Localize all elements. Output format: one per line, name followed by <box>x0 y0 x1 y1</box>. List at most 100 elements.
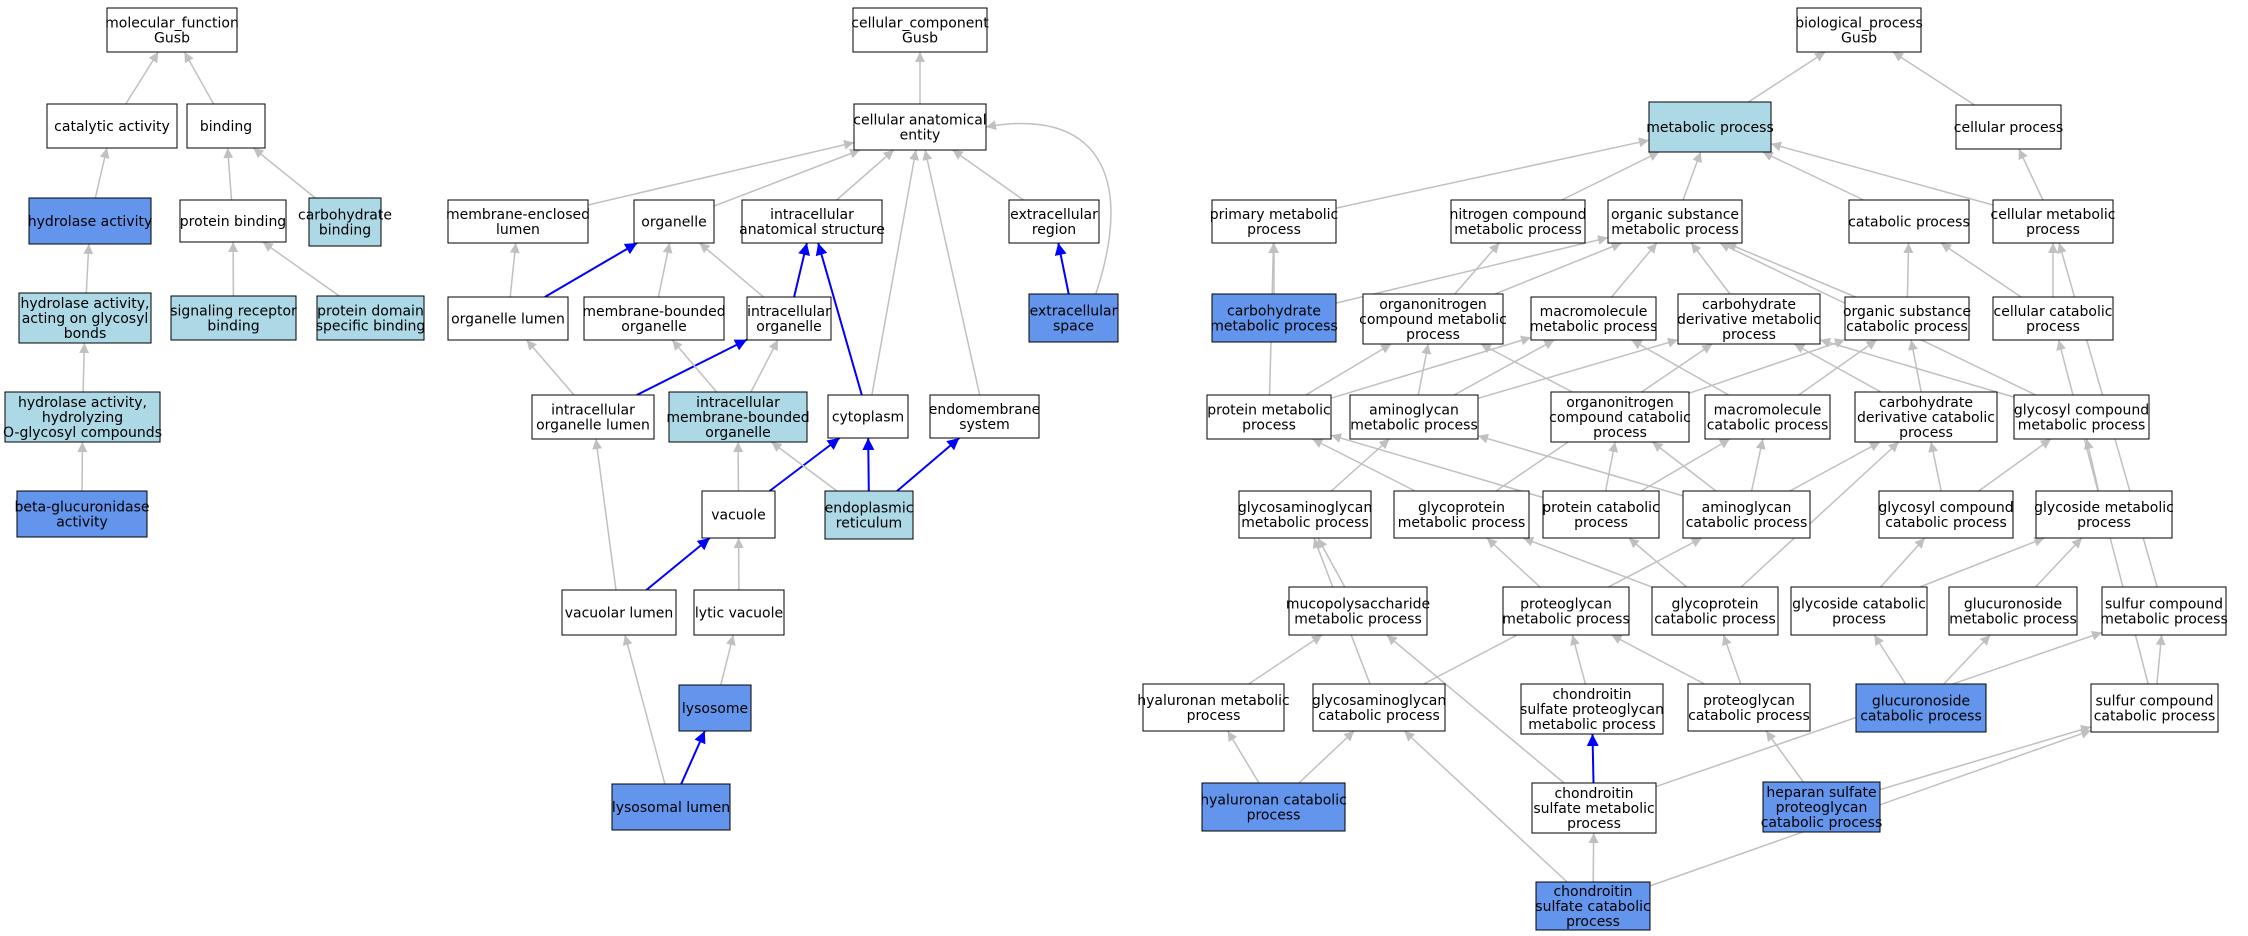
node-label: metabolic process <box>1502 612 1630 628</box>
node-box <box>1854 391 1998 443</box>
node-label: catabolic process <box>1707 418 1829 434</box>
node-label: protein catabolic <box>1542 500 1660 516</box>
node-box <box>1362 293 1504 345</box>
edge-lyslumen-to-lysosome <box>680 730 706 785</box>
node-box <box>1607 199 1743 244</box>
node-box <box>447 199 589 244</box>
node-box <box>1704 394 1831 440</box>
node-label: metabolic process <box>1398 515 1526 531</box>
edge-cellmet-to-metab <box>1770 141 1994 206</box>
node-label: entity <box>900 128 941 144</box>
node-box <box>1948 586 2078 636</box>
node-label: glycoprotein <box>1671 597 1758 613</box>
node-label: vacuole <box>711 508 766 524</box>
node-box <box>46 103 178 149</box>
node-label: membrane-bounded <box>666 410 809 426</box>
edge-intraorg-to-intraanat <box>793 242 810 298</box>
node-box <box>701 490 776 539</box>
node-label: metabolic process <box>1611 222 1739 238</box>
node-label: region <box>1032 222 1076 238</box>
edge-gagmet-to-aminoglymet <box>1330 438 1390 492</box>
node-label: metabolic process <box>1528 717 1656 733</box>
node-box <box>16 490 148 538</box>
node-box <box>179 199 287 243</box>
node-label: process <box>1574 515 1628 531</box>
node-box <box>186 103 266 149</box>
node-label: system <box>959 417 1010 433</box>
node-label: cellular_component <box>851 16 989 32</box>
edge-protcat-to-organoNcat <box>1604 441 1619 492</box>
node-label: glucuronoside <box>1872 694 1970 710</box>
node-label: organonitrogen <box>1566 395 1674 411</box>
node-label: organonitrogen <box>1379 297 1487 313</box>
node-vaclumen: vacuolar lumen <box>561 589 677 636</box>
node-box <box>1312 683 1446 732</box>
edge-catalytic-to-mf <box>125 51 159 105</box>
edge-pgcat-to-pgmet <box>1611 634 1705 685</box>
node-label: chondroitin <box>1552 687 1631 703</box>
edge-intramem-to-intraorg <box>750 339 779 393</box>
node-label: process <box>1247 222 1301 238</box>
node-label: process <box>1593 425 1647 441</box>
node-box <box>1008 199 1100 244</box>
node-metab: metabolic process <box>1646 101 1774 153</box>
edge-protcat-to-macrocat <box>1640 438 1731 492</box>
node-label: membrane-bounded <box>582 304 725 320</box>
node-label: extracellular <box>1010 207 1098 223</box>
edge-hyamet-to-mucopoly <box>1248 634 1323 685</box>
node-label: endomembrane <box>929 402 1041 418</box>
edge-hyacat-to-hyamet <box>1227 730 1260 784</box>
node-label: protein domain <box>317 304 424 320</box>
edge-aminoglymet-to-macromet <box>1453 339 1555 396</box>
node-label: metabolic process <box>1350 418 1478 434</box>
edge-intramem-to-membound <box>671 339 718 393</box>
edge-carbderiv-to-orgsub <box>1690 242 1731 295</box>
edge-protmet-to-organoN <box>1305 343 1392 396</box>
edge-aminoglycat-to-organoNcat <box>1651 441 1717 492</box>
edge-intraorglumen-to-intraorg <box>636 338 748 396</box>
node-label: glycoprotein <box>1418 500 1505 516</box>
node-label: organelle <box>756 319 821 335</box>
node-box <box>929 394 1040 439</box>
node-label: cellular metabolic <box>1991 207 2116 223</box>
edge-intraorg-to-organelle <box>699 242 764 298</box>
node-protbind: protein binding <box>179 199 287 243</box>
node-label: glycosaminoglycan <box>1238 500 1372 516</box>
node-box <box>1844 296 1970 341</box>
node-label: organic substance <box>1843 304 1971 320</box>
node-box <box>633 199 715 244</box>
node-vacuole: vacuole <box>701 490 776 539</box>
node-box <box>1550 391 1690 443</box>
node-label: specific binding <box>316 319 426 335</box>
node-label: metabolic process <box>1454 222 1582 238</box>
node-label: cytoplasm <box>832 410 904 426</box>
node-box <box>1288 586 1428 636</box>
node-label: lysosomal lumen <box>612 800 730 816</box>
node-label: process <box>1247 808 1301 824</box>
edge-extspace-to-cae <box>985 120 1112 295</box>
edge-aminoglycat-to-carbderivcat <box>1789 441 1881 492</box>
node-label: metabolic process <box>2100 612 2228 628</box>
edge-hyacat-to-gagcat <box>1298 730 1355 784</box>
node-box <box>531 394 655 440</box>
node-box <box>1142 683 1285 732</box>
node-label: cellular anatomical <box>853 113 986 129</box>
node-label: metabolic process <box>2018 418 2146 434</box>
node-box <box>1535 881 1651 931</box>
